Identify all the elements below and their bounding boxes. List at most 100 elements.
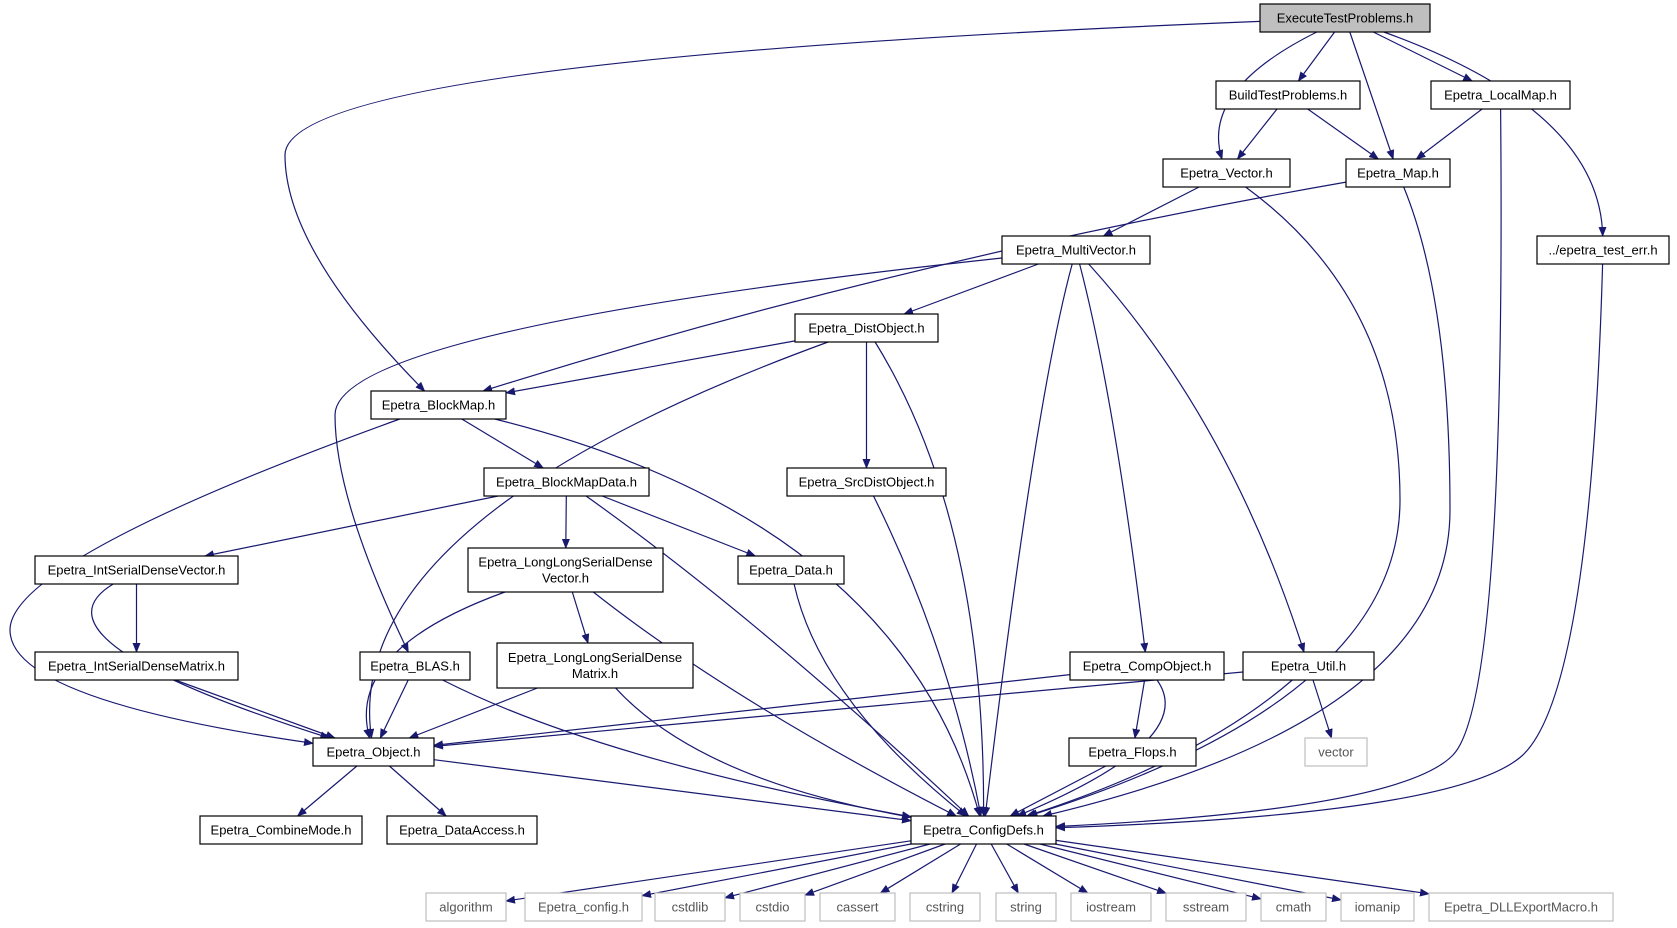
node-box-data (737, 555, 845, 585)
node-iostream: iostream (1070, 892, 1152, 922)
node-comp[interactable]: Epetra_CompObject.h (1069, 651, 1225, 681)
node-label-algorithm: algorithm (439, 900, 492, 915)
edge-bmd-to-data (601, 495, 757, 557)
edge-blas-to-object (379, 679, 409, 739)
node-vec[interactable]: Epetra_Vector.h (1162, 158, 1291, 188)
edge-src-to-config (872, 495, 984, 817)
node-data[interactable]: Epetra_Data.h (737, 555, 845, 585)
node-root[interactable]: ExecuteTestProblems.h (1259, 3, 1431, 33)
edge-mv-to-config (982, 263, 1073, 817)
node-box-root (1259, 3, 1431, 33)
edge-isdv-to-object (91, 583, 331, 740)
node-label-iostream: iostream (1086, 900, 1136, 915)
node-label-config: Epetra_ConfigDefs.h (923, 823, 1044, 838)
node-blas[interactable]: Epetra_BLAS.h (359, 651, 471, 681)
node-box-dist (794, 313, 939, 343)
node-mv[interactable]: Epetra_MultiVector.h (1001, 235, 1151, 265)
node-lmap[interactable]: Epetra_LocalMap.h (1430, 80, 1571, 110)
node-vector: vector (1304, 737, 1368, 767)
edge-mv-to-util (1088, 263, 1306, 653)
node-err[interactable]: ../epetra_test_err.h (1536, 235, 1670, 265)
edge-root-to-btp (1297, 31, 1336, 82)
edge-mv-to-blas (334, 257, 1003, 653)
node-box-cstdlib (654, 892, 726, 922)
node-bmap[interactable]: Epetra_BlockMap.h (370, 390, 507, 420)
node-label-err: ../epetra_test_err.h (1548, 243, 1657, 258)
edge-config-to-cstdlib (724, 843, 931, 900)
edge-flops-to-config (1009, 765, 1107, 817)
node-box-btp (1215, 80, 1361, 110)
edge-root-to-lmap (1373, 31, 1474, 82)
node-box-flops (1068, 737, 1197, 767)
edge-config-to-iomanip (1054, 843, 1342, 903)
node-cmath: cmath (1260, 892, 1327, 922)
node-label-dll: Epetra_DLLExportMacro.h (1444, 900, 1598, 915)
edge-lmap-to-map (1415, 108, 1483, 160)
node-util[interactable]: Epetra_Util.h (1242, 651, 1375, 681)
edge-comp-to-object (433, 674, 1071, 749)
node-sstream: sstream (1165, 892, 1247, 922)
node-label-combine: Epetra_CombineMode.h (211, 823, 352, 838)
node-label-vec: Epetra_Vector.h (1180, 166, 1273, 181)
node-dll: Epetra_DLLExportMacro.h (1428, 892, 1614, 922)
nodes-layer: ExecuteTestProblems.hBuildTestProblems.h… (34, 3, 1670, 922)
node-access[interactable]: Epetra_DataAccess.h (386, 815, 538, 845)
node-box-isdv (34, 555, 239, 585)
edge-mv-to-comp (1079, 263, 1149, 653)
node-object[interactable]: Epetra_Object.h (312, 737, 435, 767)
node-bmd[interactable]: Epetra_BlockMapData.h (483, 467, 650, 497)
edge-bmd-to-config (585, 495, 970, 817)
node-box-cassert (819, 892, 896, 922)
node-map[interactable]: Epetra_Map.h (1345, 158, 1451, 188)
node-label-dist: Epetra_DistObject.h (808, 321, 924, 336)
edge-blas-to-config (442, 679, 912, 820)
node-label-src: Epetra_SrcDistObject.h (799, 475, 935, 490)
node-dist[interactable]: Epetra_DistObject.h (794, 313, 939, 343)
edge-config-to-string (990, 843, 1019, 894)
node-box-lmap (1430, 80, 1571, 110)
node-box-iomanip (1340, 892, 1415, 922)
node-label-cmath: cmath (1276, 900, 1311, 915)
node-box-bmap (370, 390, 507, 420)
edge-object-to-access (389, 765, 447, 817)
edge-config-to-epconfig (641, 843, 912, 898)
node-label-map: Epetra_Map.h (1357, 166, 1439, 181)
node-src[interactable]: Epetra_SrcDistObject.h (786, 467, 947, 497)
node-box-epconfig (524, 892, 643, 922)
edge-config-to-dll (1055, 839, 1430, 897)
edge-map-to-bmap (482, 181, 1347, 393)
node-isdv[interactable]: Epetra_IntSerialDenseVector.h (34, 555, 239, 585)
edge-dist-to-bmap (505, 340, 796, 396)
edge-bmap-to-bmd (461, 418, 545, 469)
edge-comp-to-flops (1132, 679, 1146, 739)
node-label-flops: Epetra_Flops.h (1088, 745, 1176, 760)
node-algorithm: algorithm (425, 892, 507, 922)
edge-root-to-bmap (284, 20, 1261, 392)
node-box-object (312, 737, 435, 767)
node-isdm[interactable]: Epetra_IntSerialDenseMatrix.h (34, 651, 239, 681)
node-btp[interactable]: BuildTestProblems.h (1215, 80, 1361, 110)
node-box-string (995, 892, 1057, 922)
node-label-string: string (1010, 900, 1042, 915)
node-box-dll (1428, 892, 1614, 922)
node-label-blas: Epetra_BLAS.h (370, 659, 460, 674)
edge-config-to-cstring (951, 843, 978, 894)
node-config[interactable]: Epetra_ConfigDefs.h (910, 815, 1057, 845)
edge-vec-to-mv (1102, 186, 1200, 237)
node-label-util: Epetra_Util.h (1271, 659, 1346, 674)
edges-layer (9, 20, 1607, 904)
node-box-bmd (483, 467, 650, 497)
edge-util-to-object (433, 671, 1244, 750)
node-combine[interactable]: Epetra_CombineMode.h (199, 815, 363, 845)
node-box-config (910, 815, 1057, 845)
node-label-cassert: cassert (837, 900, 879, 915)
node-box-llsdv (467, 547, 664, 593)
node-box-access (386, 815, 538, 845)
node-label-epconfig: Epetra_config.h (538, 900, 629, 915)
edge-llsdv-to-llsdm (571, 591, 590, 644)
node-flops[interactable]: Epetra_Flops.h (1068, 737, 1197, 767)
node-label-bmd: Epetra_BlockMapData.h (496, 475, 637, 490)
